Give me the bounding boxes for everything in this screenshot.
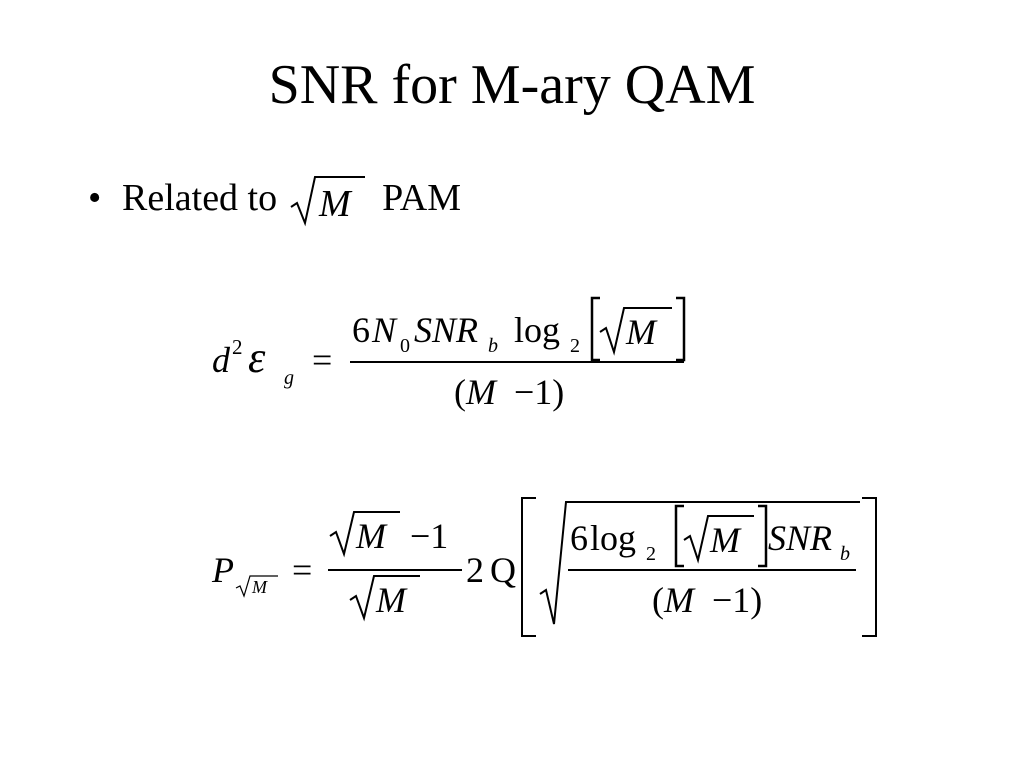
equation-distance: d 2 ε g = 6 N 0 SNR b log 2 M ( M −1)	[212, 296, 686, 412]
eq2-inner-right-bracket	[758, 504, 768, 568]
eq2-inner-den-M: M	[663, 580, 696, 620]
eq1-num-N-sub: 0	[400, 335, 410, 357]
eq1-left-bracket	[590, 296, 600, 362]
eq1-sqrt-sign	[599, 307, 672, 356]
bullet-radicand: M	[318, 183, 353, 225]
eq1-num-SNR: SNR	[414, 310, 478, 350]
eq2-P: P	[211, 550, 234, 590]
equation-error-probability: P M = M −1 M 2 Q 6 log 2 M SNR b ( M −1)	[211, 497, 877, 637]
eq1-den-minus-one: −1)	[514, 372, 564, 412]
eq1-d-sup: 2	[232, 335, 243, 359]
bullet-marker: •	[88, 177, 102, 219]
eq1-den-open: (	[454, 372, 466, 412]
eq2-lhs-sqrt-sign	[235, 575, 278, 598]
eq1-num-log-sub: 2	[570, 335, 580, 357]
eq1-num-log: log	[514, 310, 560, 350]
eq2-Q: Q	[490, 550, 516, 590]
eq1-num-N: N	[371, 310, 398, 350]
eq2-inner-log: log	[590, 518, 636, 558]
eq2-inner-sqrt-sign	[683, 515, 754, 564]
slide-title: SNR for M-ary QAM	[268, 54, 756, 116]
eq2-frac-num-radicand: M	[355, 516, 388, 556]
eq2-outer-right-bracket	[862, 497, 877, 637]
eq2-frac-den-radicand: M	[375, 580, 408, 620]
eq1-epsilon: ε	[248, 333, 266, 382]
eq2-inner-den-minus-one: −1)	[712, 580, 762, 620]
eq2-big-sqrt-sign	[539, 501, 860, 625]
eq2-lhs-sub-radicand: M	[251, 577, 268, 597]
eq2-equals: =	[292, 550, 312, 590]
eq1-den-M: M	[465, 372, 498, 412]
bullet-item: • Related to M PAM	[88, 170, 462, 227]
eq1-num-radicand: M	[625, 312, 658, 352]
bullet-text-lead: Related to	[122, 177, 278, 219]
sqrt-m-inline: M	[290, 176, 365, 227]
eq2-inner-log-sub: 2	[646, 543, 656, 565]
eq1-epsilon-sub: g	[284, 367, 294, 389]
eq1-right-bracket	[676, 296, 686, 362]
eq2-two: 2	[466, 550, 484, 590]
eq2-den-sqrt-sign	[349, 575, 420, 622]
eq1-num-SNR-sub: b	[488, 335, 498, 357]
eq2-inner-den-open: (	[652, 580, 664, 620]
eq2-inner-six: 6	[570, 518, 588, 558]
eq1-equals: =	[312, 340, 332, 380]
eq2-inner-left-bracket	[674, 504, 684, 568]
eq1-num-six: 6	[352, 310, 370, 350]
eq2-inner-SNR: SNR	[768, 518, 832, 558]
bullet-text-tail: PAM	[382, 177, 462, 219]
eq2-inner-SNR-sub: b	[840, 543, 850, 565]
eq2-inner-radicand: M	[709, 520, 742, 560]
eq2-frac-num-minus-one: −1	[410, 516, 448, 556]
eq1-d: d	[212, 340, 231, 380]
eq2-num-sqrt-sign	[329, 511, 400, 558]
eq2-outer-left-bracket	[521, 497, 536, 637]
